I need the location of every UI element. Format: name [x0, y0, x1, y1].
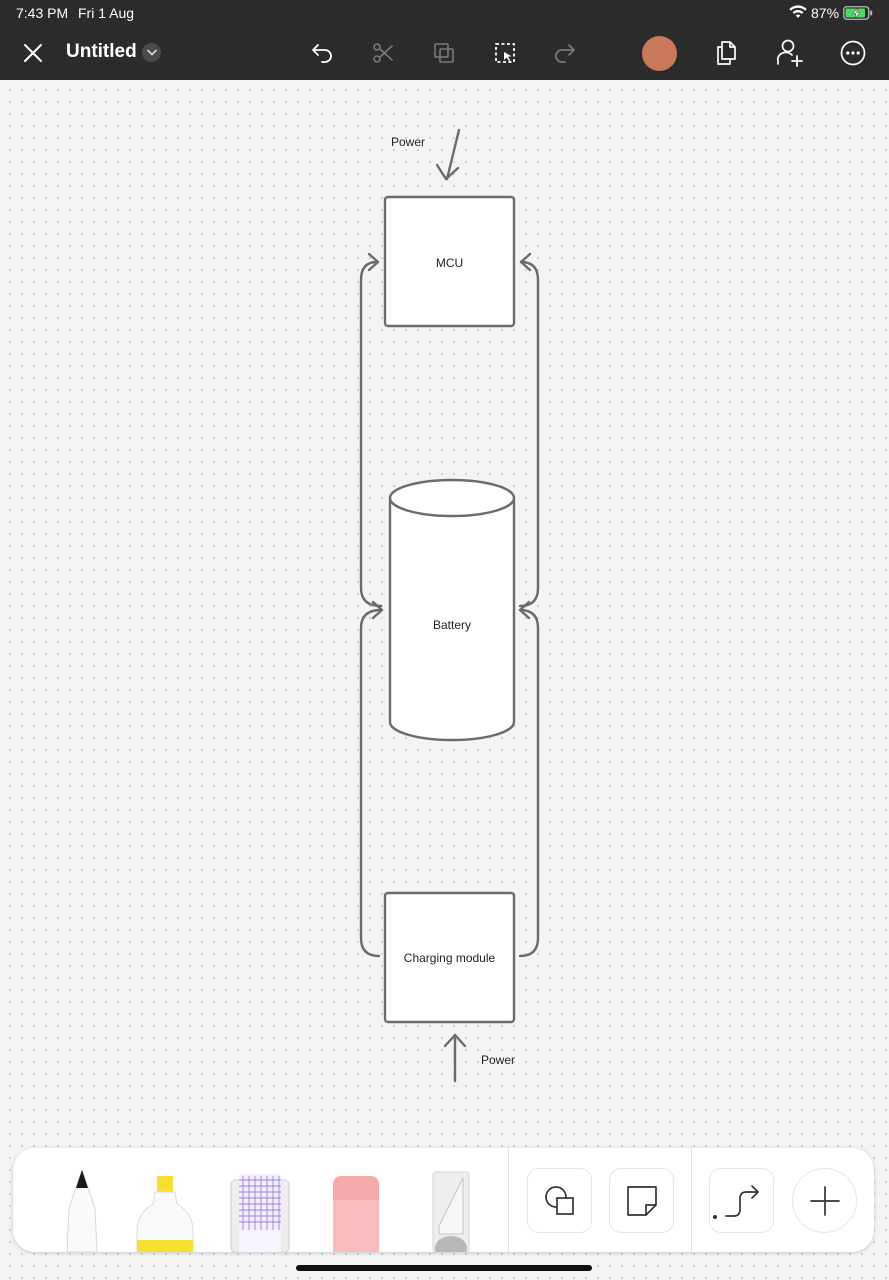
shapes-button[interactable]	[527, 1168, 592, 1233]
connector-battery-to-mcu-left[interactable]	[359, 252, 383, 608]
lasso-select-icon	[495, 43, 515, 63]
eraser-tool[interactable]	[331, 1174, 381, 1252]
tool-palette	[13, 1148, 874, 1252]
charging-module-node[interactable]: Charging module	[383, 891, 516, 1024]
connector-charging-to-battery-right[interactable]	[518, 600, 540, 958]
close-icon	[24, 44, 42, 62]
mcu-node[interactable]: MCU	[383, 195, 516, 328]
connector-button[interactable]	[709, 1168, 774, 1233]
charging-module-label: Charging module	[404, 951, 496, 965]
top-bar: 7:43 PM Fri 1 Aug 87% Untitled	[0, 0, 889, 80]
pages-button[interactable]	[712, 38, 740, 68]
mcu-label: MCU	[436, 256, 463, 270]
avatar[interactable]	[642, 36, 677, 71]
plus-icon	[809, 1185, 840, 1216]
texture-brush-tool[interactable]	[229, 1172, 291, 1252]
redo-button[interactable]	[551, 38, 579, 68]
pages-icon	[717, 41, 736, 65]
shapes-icon	[544, 1185, 574, 1215]
duplicate-icon	[434, 43, 454, 63]
pen-tool[interactable]	[53, 1168, 111, 1252]
connector-charging-to-battery-left[interactable]	[359, 600, 384, 958]
share-button[interactable]	[774, 36, 806, 70]
power-label-top[interactable]: Power	[391, 135, 425, 149]
add-button[interactable]	[792, 1168, 857, 1233]
more-button[interactable]	[838, 38, 868, 68]
highlighter-tip	[157, 1176, 173, 1192]
highlighter-tool[interactable]	[135, 1174, 197, 1252]
lasso-select-button[interactable]	[491, 38, 519, 68]
wifi-icon	[789, 5, 807, 18]
add-person-icon	[776, 39, 803, 67]
undo-button[interactable]	[308, 38, 336, 68]
cut-button[interactable]	[369, 38, 397, 68]
status-date: Fri 1 Aug	[78, 5, 135, 21]
sticky-note-button[interactable]	[609, 1168, 674, 1233]
toolbar-separator	[508, 1148, 509, 1252]
knife-tool[interactable]	[431, 1170, 471, 1252]
power-input-arrow-bottom[interactable]	[443, 1033, 467, 1083]
power-label-bottom[interactable]: Power	[481, 1053, 515, 1067]
scissors-icon	[373, 43, 393, 63]
title-menu-button[interactable]	[142, 43, 161, 62]
battery-charging-icon	[843, 6, 873, 20]
duplicate-button[interactable]	[430, 38, 458, 68]
redo-icon	[555, 44, 575, 63]
battery-node[interactable]: Battery	[388, 478, 516, 742]
battery-label: Battery	[433, 618, 471, 632]
close-button[interactable]	[20, 40, 46, 66]
home-indicator	[296, 1265, 592, 1271]
whiteboard-canvas[interactable]: Power MCU Battery Charging module	[0, 80, 889, 1280]
status-time: 7:43 PM	[16, 5, 69, 21]
chevron-down-icon	[146, 49, 157, 56]
diagram: Power MCU Battery Charging module	[359, 128, 540, 1083]
more-icon	[840, 40, 866, 66]
connector-icon	[712, 1184, 759, 1219]
battery-percent: 87%	[811, 5, 840, 21]
toolbar-separator	[691, 1148, 692, 1252]
sticky-note-icon	[626, 1185, 657, 1216]
undo-icon	[312, 44, 332, 63]
connector-battery-to-mcu-right[interactable]	[518, 252, 540, 608]
document-title[interactable]: Untitled	[66, 41, 137, 62]
power-input-arrow-top[interactable]	[435, 128, 461, 181]
